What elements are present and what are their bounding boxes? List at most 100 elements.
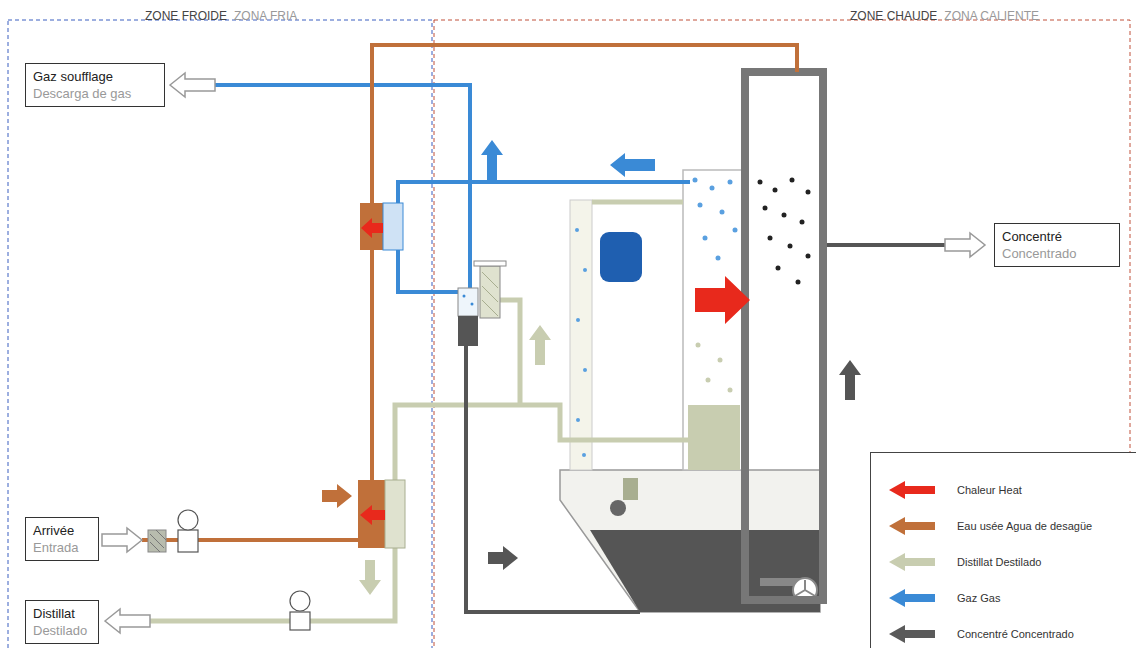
legend-swatch [889,517,935,535]
box-label: Descarga de gas [33,85,131,102]
bubble [583,368,587,372]
riser-bubbles [575,228,587,457]
bubble [463,295,466,298]
legend-swatch [889,589,935,607]
flow-endpoint-box: Gaz soufflageDescarga de gas [25,63,165,107]
distillate-pump-motor [290,591,310,611]
gas-exchanger-cold-side [383,203,403,250]
concentrate-pipe [466,345,640,612]
distillate-arrow [529,325,551,365]
box-label: Concentrado [1002,245,1076,262]
box-label: Distillat [33,605,75,622]
swatch-arrow [889,517,935,535]
particle [763,206,768,211]
swatch-arrow [889,481,935,499]
zone-heading: ZONE CHAUDE ZONA CALIENTE [850,6,1046,24]
particle [806,254,811,259]
inlet-arrow [102,528,142,552]
fan-blades [795,580,815,596]
bubble [710,186,715,191]
gas-pipe [398,182,690,203]
droplet [718,358,723,363]
swatch-arrow [889,553,935,571]
heat-arrow [360,505,385,525]
vapour-column [683,170,745,470]
particle [788,244,793,249]
gas-bubbles [693,178,738,261]
particle [790,178,795,183]
flow-endpoint-box: ConcentréConcentrado [994,223,1120,267]
legend-label: Concentré Concentrado [957,627,1074,641]
particle [758,180,763,185]
zone-title: ZONA CALIENTE [944,9,1039,23]
legend-label: Gaz Gas [957,591,1000,605]
distillate-filter-tank [480,266,500,318]
compressor-body [623,478,638,500]
distillate-pipe [500,300,520,405]
zone-title: ZONE CHAUDE [850,9,937,23]
distillate-pump-body [290,612,310,630]
bubble [471,303,474,306]
heat-exchanger-hot-side [358,480,385,548]
gas-vent-pipe [215,85,470,288]
droplet [706,378,711,383]
concentrate-arrow [488,546,518,570]
box-label: Gaz soufflage [33,68,113,85]
separator-sump [458,316,478,346]
legend-swatch [889,625,935,643]
bubble [720,210,725,215]
filter-lid [474,261,506,266]
swatch-arrow [889,625,935,643]
gas-flow-arrow [610,153,655,177]
legend-box: Chaleur HeatEau usée Agua de desagüeDist… [870,452,1136,648]
legend-label: Eau usée Agua de desagüe [957,519,1092,533]
zone-title: ZONA FRIA [234,9,297,23]
particle [782,213,787,218]
legend-swatch [889,553,935,571]
inlet-pump-motor [178,510,198,530]
gas-exchanger-hot-side [360,203,383,250]
bubble [582,453,586,457]
waste-water-pipe [142,538,358,542]
outlet-arrow [105,609,150,633]
particle [773,188,778,193]
zone-heading: ZONE FROIDE ZONA FRIA [145,6,304,24]
compressor-screw [610,500,626,516]
bubble [693,178,698,183]
legend-label: Chaleur Heat [957,483,1022,497]
bubble [576,318,580,322]
inlet-filter [148,530,166,552]
concentrate-particles [758,178,811,285]
heat-arrow [361,218,383,238]
bubble [575,228,579,232]
outlet-arrow [945,233,985,257]
distillate-pipe [395,405,688,480]
evaporator-hull [560,470,820,612]
swatch-arrow [889,589,935,607]
gas-flow-arrow [481,140,503,180]
blue-vessel [600,232,642,282]
concentrate-pipe [827,243,945,247]
riser-column [570,200,592,470]
waste-water-arrow [322,484,352,508]
bubble [728,180,733,185]
distillate-level [688,405,740,470]
cold-zone-outline [8,20,432,648]
bubble [716,256,721,261]
particle [800,220,805,225]
filter-hatch [482,272,498,316]
droplet [728,388,733,393]
bubble [703,236,708,241]
zone-title: ZONE FROIDE [145,9,227,23]
distillate-pipe [150,548,395,621]
particle [768,236,773,241]
bubble [583,268,587,272]
flow-endpoint-box: ArrivéeEntrada [25,517,99,561]
bubble [576,418,580,422]
bubble [698,203,703,208]
heat-arrow [695,276,750,324]
particle [796,280,801,285]
distillate-pipe [592,200,683,205]
legend-swatch [889,481,935,499]
